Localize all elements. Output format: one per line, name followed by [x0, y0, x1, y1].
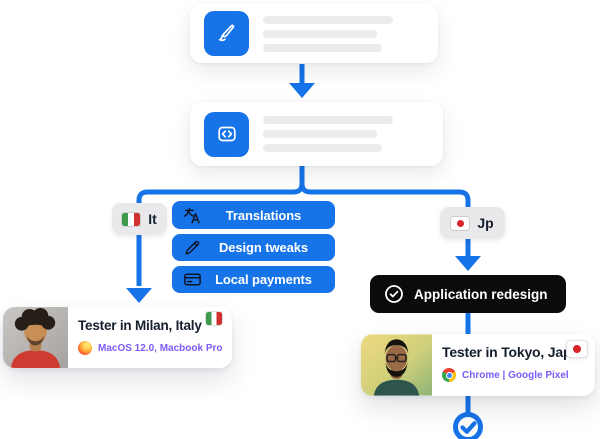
arrowhead-down-icon — [289, 83, 315, 98]
locale-badge-japan: Jp — [440, 207, 505, 239]
locale-label: It — [148, 211, 157, 227]
italy-flag-icon — [206, 312, 222, 325]
tester-device-row: Chrome | Google Pixel — [442, 368, 587, 382]
tester-card-milan: Tester in Milan, Italy MacOS 12.0, Macbo… — [3, 307, 232, 368]
task-pill-application-redesign[interactable]: Application redesign — [370, 275, 566, 313]
code-step-card — [190, 102, 443, 166]
tester-device: MacOS 12.0, Macbook Pro — [98, 342, 223, 354]
code-icon — [204, 111, 249, 157]
task-label: Design tweaks — [218, 240, 308, 255]
tester-device: Chrome | Google Pixel — [462, 369, 569, 381]
pen-icon — [182, 238, 202, 258]
credit-card-icon — [182, 270, 202, 290]
task-button-translations[interactable]: Translations — [172, 201, 335, 229]
locale-label: Jp — [477, 215, 494, 231]
italy-flag-icon — [122, 212, 141, 226]
tester-title: Tester in Milan, Italy — [78, 318, 202, 333]
task-label: Translations — [225, 207, 302, 223]
tester-card-tokyo: Tester in Tokyo, Japan Chrome | Google P… — [361, 334, 595, 396]
translate-icon — [182, 205, 202, 225]
task-label: Local payments — [215, 272, 312, 287]
tester-info: Tester in Milan, Italy MacOS 12.0, Macbo… — [68, 307, 232, 368]
tester-photo-tokyo — [361, 334, 432, 396]
tester-info: Tester in Tokyo, Japan Chrome | Google P… — [432, 334, 595, 396]
end-check-circle-icon — [453, 412, 483, 439]
placeholder-text-lines — [263, 15, 424, 52]
task-button-design-tweaks[interactable]: Design tweaks — [172, 234, 335, 261]
locale-badge-italy: It — [112, 203, 167, 235]
japan-flag-icon — [566, 340, 588, 358]
tester-title: Tester in Tokyo, Japan — [442, 344, 588, 360]
pill-label: Application redesign — [414, 286, 548, 302]
paintbrush-icon — [204, 11, 249, 56]
check-circle-icon — [384, 284, 404, 304]
design-step-card — [190, 4, 438, 63]
firefox-icon — [78, 341, 92, 355]
placeholder-text-lines — [263, 116, 429, 152]
arrowhead-down-icon — [126, 288, 152, 303]
chrome-icon — [442, 368, 456, 382]
japan-flag-icon — [451, 216, 470, 230]
end-check-mark-icon — [460, 421, 477, 434]
connector-branch-right — [299, 166, 471, 240]
tester-device-row: MacOS 12.0, Macbook Pro — [78, 341, 224, 355]
task-button-local-payments[interactable]: Local payments — [172, 266, 335, 293]
tester-photo-milan — [3, 307, 68, 368]
arrowhead-down-icon — [455, 256, 481, 271]
